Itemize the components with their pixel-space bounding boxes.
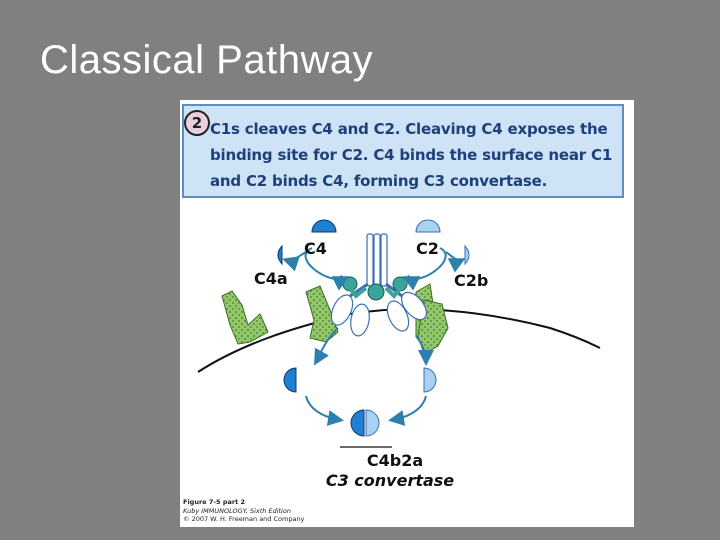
c2b-label: C2b <box>454 271 488 290</box>
antigen-blob-left-1 <box>221 290 269 345</box>
c4b-arrow <box>314 327 339 366</box>
caption-text: C1s cleaves C4 and C2. Cleaving C4 expos… <box>210 120 613 190</box>
slide-title: Classical Pathway <box>40 38 374 82</box>
c2a-molecule <box>423 367 437 393</box>
figure-credit: Figure 7-5 part 2 Kuby IMMUNOLOGY, Sixth… <box>183 498 304 524</box>
antigen-blob-left-2 <box>305 285 339 343</box>
c4b-to-convertase-arrow <box>305 395 344 426</box>
figure-ref: Figure 7-5 part 2 <box>183 498 245 506</box>
caption-box: 2 C1s cleaves C4 and C2. Cleaving C4 exp… <box>182 104 624 198</box>
c1-complex <box>330 233 427 337</box>
c2a-arrow <box>415 335 434 366</box>
c4a-label: C4a <box>254 269 288 288</box>
c4a-release-arrow <box>282 251 307 272</box>
c4-cleavage-arrow <box>304 247 350 291</box>
complement-figure: 2 C1s cleaves C4 and C2. Cleaving C4 exp… <box>180 100 634 527</box>
c4-molecule <box>311 219 337 233</box>
c2a-to-convertase-arrow <box>388 395 427 426</box>
c4b-molecule <box>283 367 297 393</box>
c2b-fragment <box>464 244 470 266</box>
c2-cleavage-arrow <box>402 247 447 291</box>
c4b2a-convertase <box>350 409 380 437</box>
copyright: © 2007 W. H. Freeman and Company <box>183 515 305 523</box>
c2-molecule <box>415 219 441 233</box>
c2-label: C2 <box>416 239 439 258</box>
c2b-release-arrow <box>445 251 466 273</box>
c4a-fragment <box>277 244 283 266</box>
c4-label: C4 <box>304 239 327 258</box>
book-ref: Kuby IMMUNOLOGY, Sixth Edition <box>183 506 291 515</box>
step-badge: 2 <box>184 110 210 136</box>
c4b2a-label: C4b2a <box>366 451 424 470</box>
c3-convertase-label: C3 convertase <box>325 471 455 490</box>
pathway-diagram: C4 C2 C4a C2b <box>197 219 601 448</box>
